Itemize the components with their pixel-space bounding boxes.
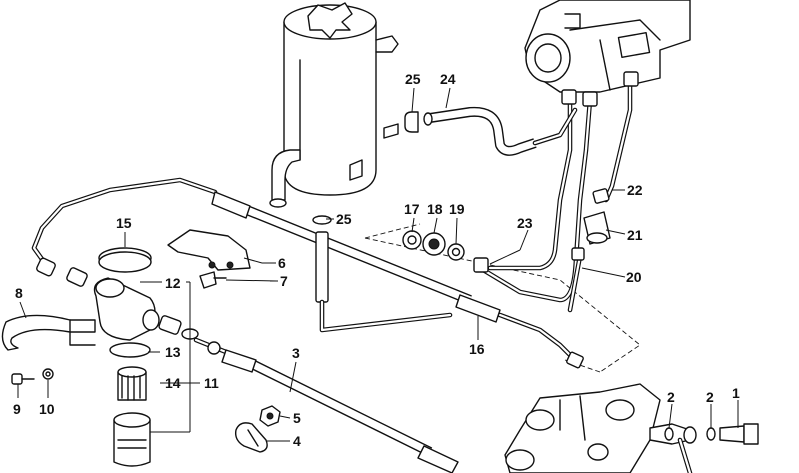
mount-bracket [167,229,251,271]
pipe-fittings [473,71,639,273]
callout-2-right: 2 [706,389,714,405]
bolt-7 [199,271,227,289]
pressure-line [31,177,584,369]
callout-21: 21 [627,227,643,243]
filter-element [117,366,147,401]
left-fittings [36,257,199,340]
reservoir-drain-pipe [312,215,453,333]
callout-25-bottom: 25 [336,211,352,227]
callout-20: 20 [626,269,642,285]
filter-seal [109,342,151,358]
callout-11: 11 [204,375,219,391]
callout-16: 16 [469,341,485,357]
callout-15: 15 [116,215,132,231]
filter-bowl [113,412,151,467]
filter-housing [93,277,160,341]
supply-hose [193,337,459,473]
callout-4: 4 [293,433,301,449]
callout-19: 19 [449,201,465,217]
nut-5 [259,405,281,427]
steering-pump-top [524,0,691,93]
hose-clamp [234,422,268,453]
left-bracket [1,314,96,351]
callout-12: 12 [165,275,181,291]
leader-lines [17,87,739,442]
callout-24: 24 [440,71,456,87]
assembly-outline [364,223,641,373]
callout-6: 6 [278,255,286,271]
callout-1: 1 [732,385,740,401]
washer-10 [42,368,54,380]
callout-8: 8 [15,285,23,301]
callout-9: 9 [13,401,21,417]
callout-22: 22 [627,182,643,198]
callout-3: 3 [292,345,300,361]
callout-2-left: 2 [667,389,675,405]
callout-7: 7 [280,273,288,289]
callout-13: 13 [165,344,181,360]
washer-group [402,230,465,261]
callout-14: 14 [165,375,181,391]
fluid-reservoir [269,2,399,208]
callout-25-top: 25 [405,71,421,87]
callout-5: 5 [293,410,301,426]
callout-18: 18 [427,201,443,217]
callout-labels: 1 2 2 3 4 5 6 7 8 9 10 11 12 13 14 15 16… [13,71,740,449]
banjo-washers [664,427,716,441]
bolt-9 [11,373,35,385]
callout-10: 10 [39,401,55,417]
callout-23: 23 [517,215,533,231]
return-hose [404,106,578,156]
steering-gear [504,383,661,473]
banjo-bolt [719,423,759,445]
callout-17: 17 [404,201,420,217]
pump-pipes [477,81,633,313]
filter-cap [98,247,152,273]
